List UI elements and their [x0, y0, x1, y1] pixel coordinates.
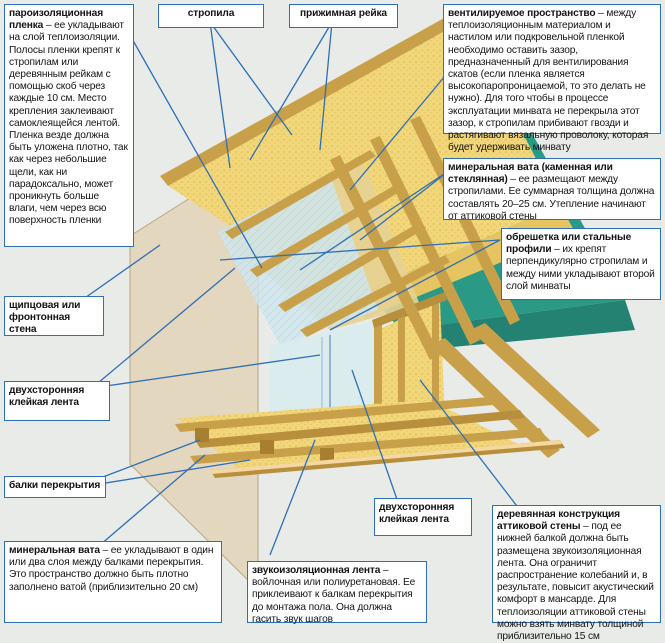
floor-beam — [175, 396, 505, 432]
label-rafters: стропила — [158, 4, 264, 28]
label-text: – под ее нижней балкой должна быть разме… — [497, 521, 654, 643]
label-title: деревянная конструкция аттиковой стены — [497, 509, 620, 533]
label-title: стропила — [187, 8, 235, 19]
label-vapor-barrier: пароизоляционная пленка – ее укладывают … — [4, 4, 134, 247]
rafter — [330, 155, 440, 360]
label-battens: обрешетка или стальные профили – их креп… — [501, 228, 661, 300]
beam-end — [195, 428, 209, 442]
beam-end — [260, 440, 274, 454]
label-text: – ее размещают между стропилами. Ее сумм… — [448, 174, 655, 222]
label-mineral-wool-floor: минеральная вата – ее укладывают в один … — [4, 541, 222, 623]
roof-membrane-edge — [400, 300, 635, 350]
label-title: минеральная вата — [9, 545, 100, 556]
knee-wall-stud — [374, 322, 382, 430]
knee-wall-vapor-film — [270, 320, 380, 420]
label-double-tape-2: двухсторонняя клейкая лента — [374, 498, 472, 536]
batten — [278, 222, 426, 312]
knee-wall-stud — [398, 312, 405, 424]
label-double-tape-1: двухсторонняя клейкая лента — [4, 381, 110, 421]
label-title: прижимная рейка — [300, 8, 387, 19]
label-text: – между теплоизоляционным материалом и н… — [448, 8, 649, 154]
label-text: – их крепят перпендикулярно стропилам и … — [506, 244, 655, 292]
label-title: вентилируемое пространство — [448, 8, 596, 19]
rafter — [410, 116, 520, 325]
beam-end — [320, 448, 334, 462]
label-sound-tape: звукоизоляционная лента – войлочная или … — [247, 561, 427, 625]
label-title: пароизоляционная пленка — [9, 8, 103, 32]
label-knee-wall: деревянная конструкция аттиковой стены –… — [492, 505, 661, 642]
label-title: щипцовая или фронтонная стена — [9, 300, 81, 336]
label-text: – ее укладывают на слой теплоизоляции. П… — [9, 20, 128, 227]
label-gable-wall: щипцовая или фронтонная стена — [4, 296, 104, 336]
sound-tape — [210, 440, 562, 474]
label-text: – ее укладывают в один или два слоя межд… — [9, 545, 214, 593]
label-title: балки перекрытия — [9, 480, 101, 491]
floor-beam — [195, 410, 525, 448]
rafter-tail — [470, 323, 600, 438]
label-title: звукоизоляционная лента — [252, 565, 381, 576]
label-text: – войлочная или полиуретановая. Ее прикл… — [252, 565, 416, 625]
label-title: обрешетка или стальные профили — [506, 232, 632, 256]
label-ventilated-space: вентилируемое пространство – между тепло… — [443, 4, 661, 153]
label-title: двухсторонняя клейкая лента — [9, 385, 85, 409]
label-title: минеральная вата (каменная или стеклянна… — [448, 162, 613, 186]
batten — [300, 255, 450, 337]
label-mineral-wool-roof: минеральная вата (каменная или стеклянна… — [443, 158, 661, 222]
rafter — [370, 136, 480, 345]
floor-beam — [190, 428, 545, 464]
knee-wall-stud — [432, 300, 439, 420]
label-counter-batten: прижимная рейка — [289, 4, 398, 28]
label-title: двухсторонняя клейкая лента — [379, 502, 455, 526]
label-floor-beams: балки перекрытия — [4, 476, 106, 498]
